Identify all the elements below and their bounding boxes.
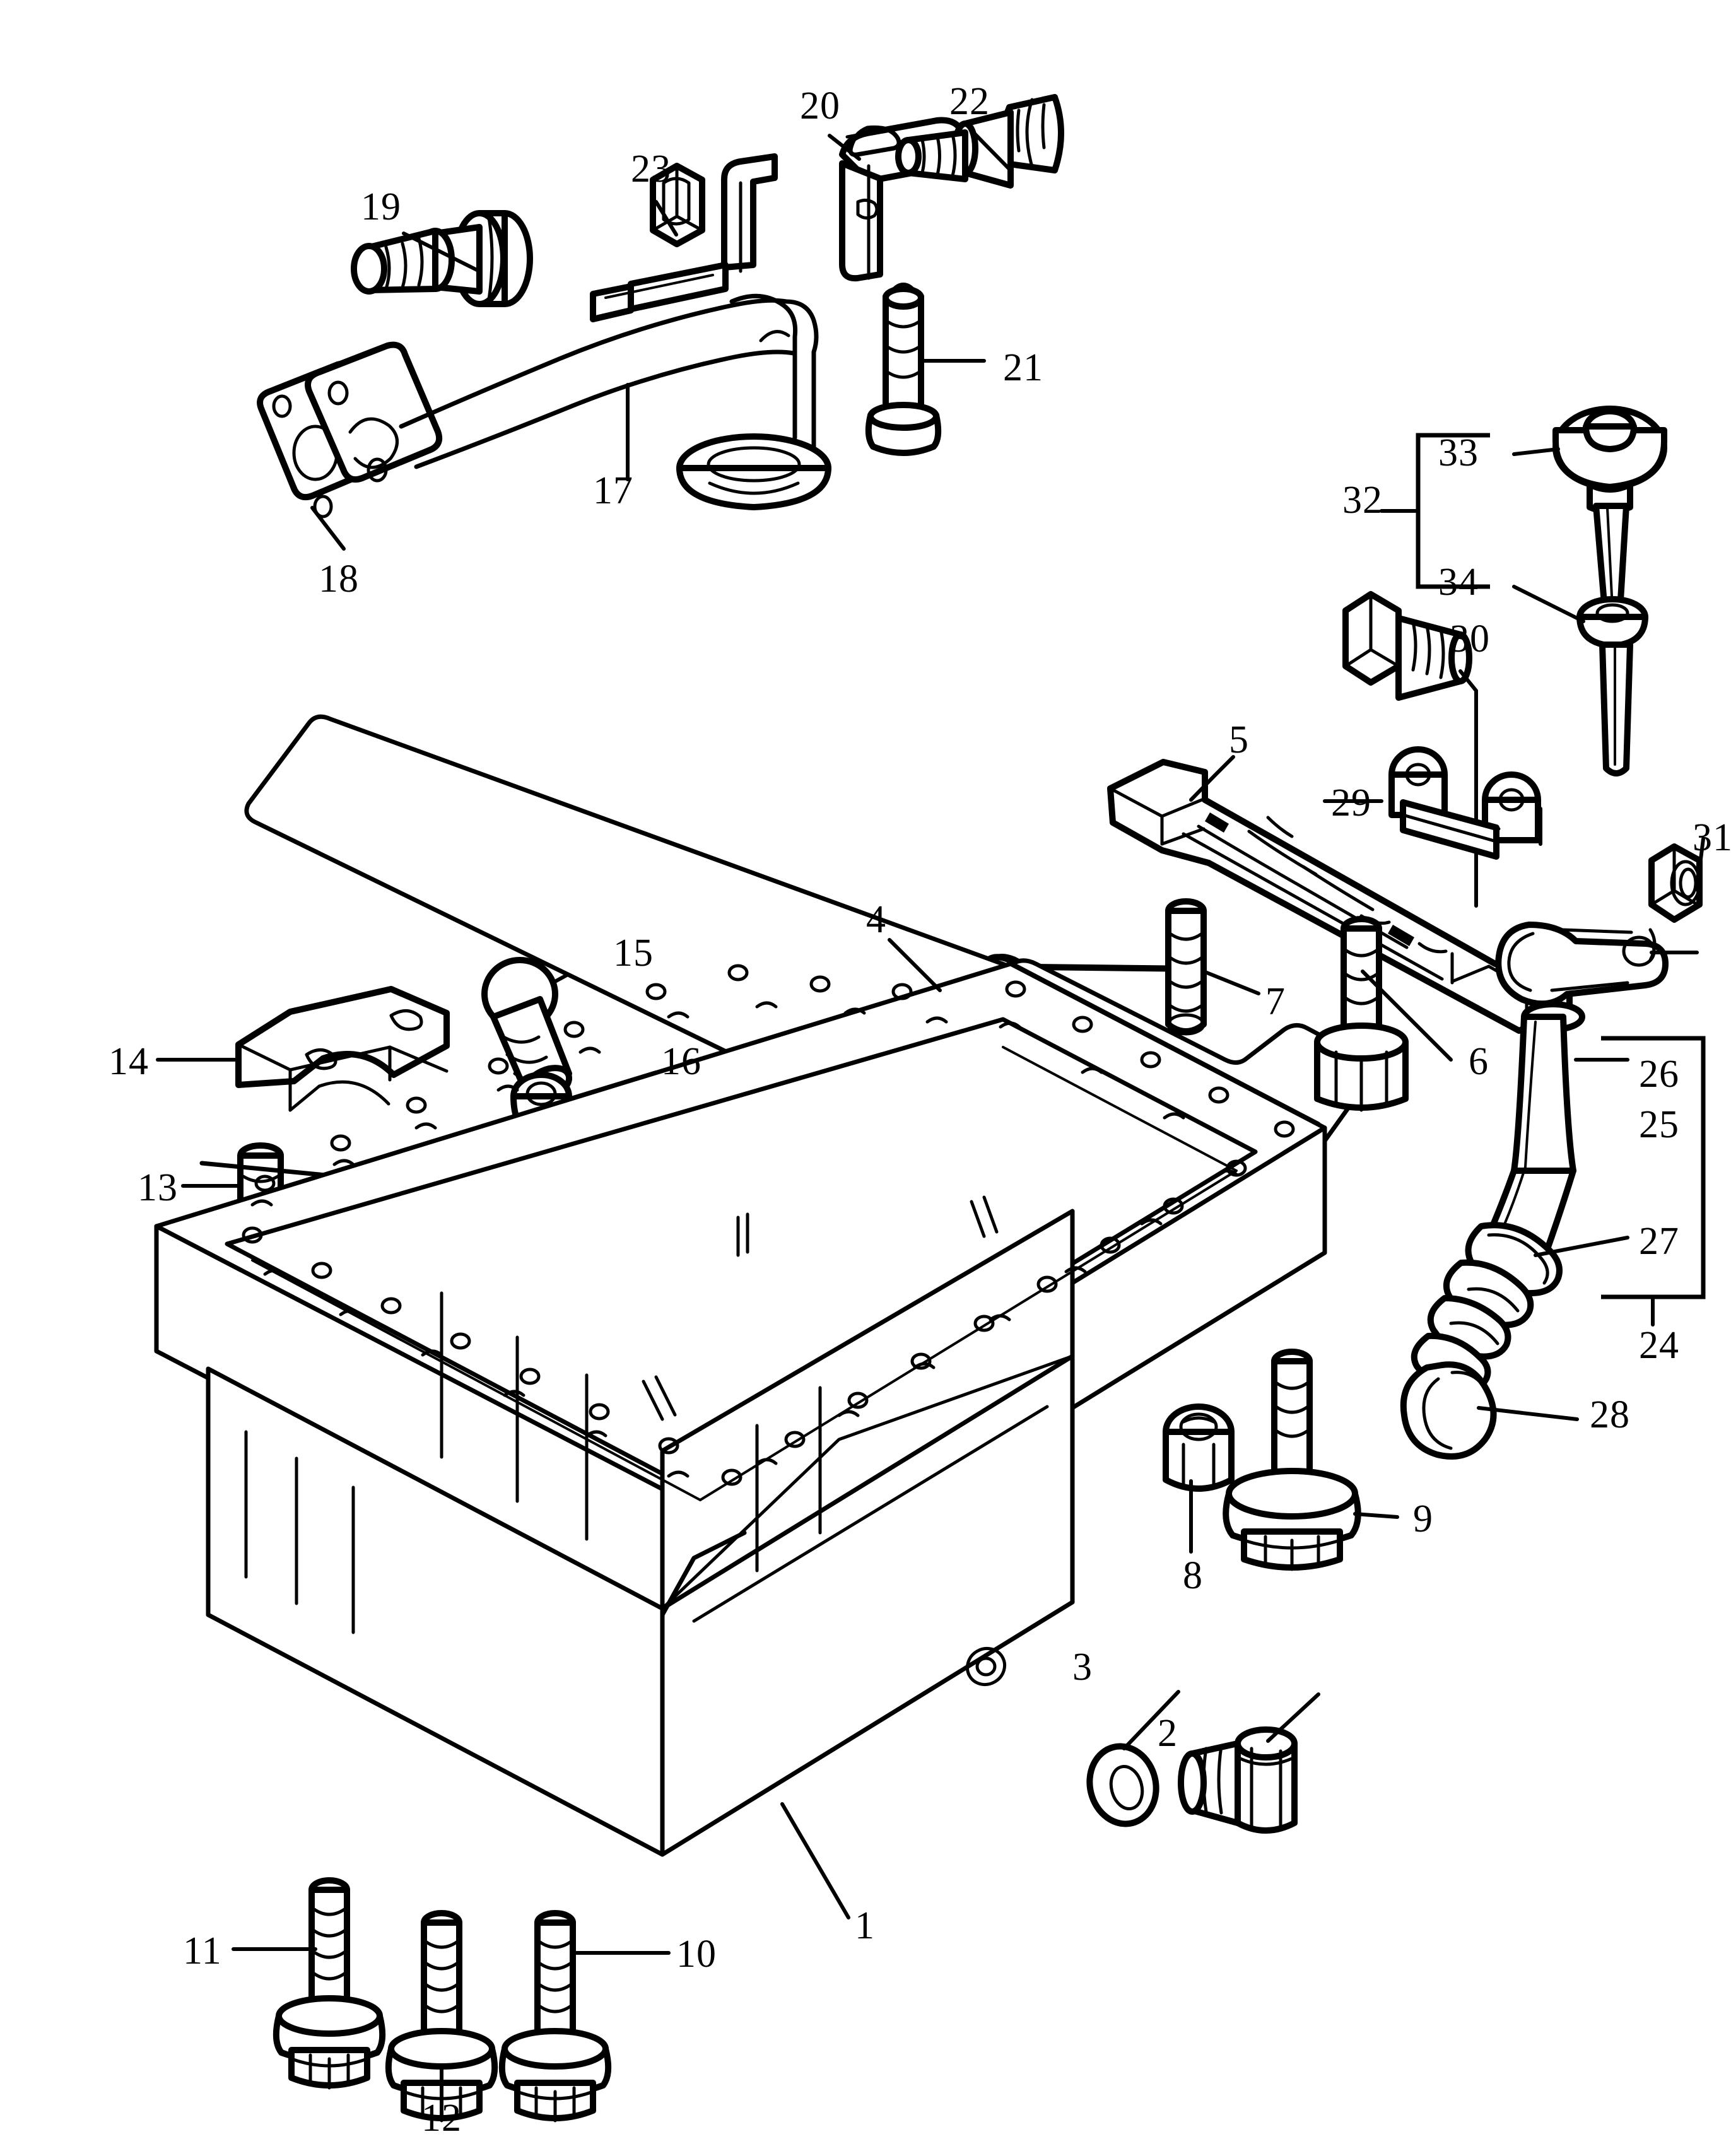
callout-8: 8 xyxy=(1183,1554,1203,1597)
part-8-nut xyxy=(1163,1403,1235,1492)
leader-22 xyxy=(973,132,1011,171)
leader-33 xyxy=(1512,447,1560,456)
callout-14: 14 xyxy=(109,1040,149,1083)
part-26-hose-clamp xyxy=(1495,922,1669,1007)
leader-9 xyxy=(1353,1512,1399,1519)
bracket-32 xyxy=(1380,433,1490,589)
part-3-drain-washer xyxy=(1086,1743,1159,1827)
leader-4 xyxy=(888,938,942,992)
part-1-oil-pan-body xyxy=(154,961,1327,1857)
callout-29: 29 xyxy=(1331,782,1371,824)
callout-23: 23 xyxy=(631,148,671,190)
callout-2: 2 xyxy=(1158,1712,1178,1755)
callout-21: 21 xyxy=(1003,346,1043,389)
part-9-bolt xyxy=(1223,1349,1361,1571)
callout-30: 30 xyxy=(1450,618,1490,660)
callout-24: 24 xyxy=(1639,1324,1679,1367)
callout-6: 6 xyxy=(1469,1040,1489,1083)
callout-20: 20 xyxy=(800,85,840,127)
leader-28 xyxy=(1477,1406,1579,1421)
part-7-stud xyxy=(1165,898,1207,1036)
leader-27 xyxy=(1534,1236,1629,1257)
part-30-hex-bolt xyxy=(1342,591,1472,701)
leader-23 xyxy=(654,200,678,237)
leader-1 xyxy=(780,1802,850,1919)
callout-3: 3 xyxy=(1072,1646,1093,1689)
callout-22: 22 xyxy=(949,80,990,123)
part-6-bolt xyxy=(1314,916,1409,1112)
part-2-drain-plug xyxy=(1178,1726,1298,1834)
part-21-stud xyxy=(865,283,942,456)
leader-20 xyxy=(828,134,861,161)
callout-11: 11 xyxy=(183,1930,222,1972)
leader-34 xyxy=(1512,585,1585,623)
part-29-clamp-bracket xyxy=(1388,746,1541,860)
part-19-bolt xyxy=(351,210,533,307)
part-dipstick-blade xyxy=(1599,642,1633,776)
callout-15: 15 xyxy=(613,932,654,975)
leader-5 xyxy=(1189,755,1235,802)
leader-2 xyxy=(1266,1692,1320,1743)
leader-31 xyxy=(1695,837,1705,891)
callout-9: 9 xyxy=(1413,1497,1433,1540)
callout-32: 32 xyxy=(1342,479,1383,522)
callout-26: 26 xyxy=(1639,1053,1679,1096)
part-11-bolt xyxy=(273,1877,386,2090)
bracket-24 xyxy=(1601,1036,1706,1327)
part-10-bolt xyxy=(498,1910,612,2123)
callout-18: 18 xyxy=(319,558,359,601)
leader-18 xyxy=(310,506,346,551)
callout-31: 31 xyxy=(1693,816,1731,859)
part-12-bolt xyxy=(385,1910,498,2123)
part-33-dipstick-handle xyxy=(1552,406,1667,614)
callout-33: 33 xyxy=(1438,431,1479,474)
callout-12: 12 xyxy=(421,2097,462,2140)
callout-34: 34 xyxy=(1438,561,1479,604)
part-14-spacer-block xyxy=(235,986,450,1112)
callout-7: 7 xyxy=(1265,980,1286,1023)
leader-6 xyxy=(1361,970,1453,1062)
callout-1: 1 xyxy=(855,1904,875,1947)
callout-16: 16 xyxy=(661,1040,701,1083)
callout-25: 25 xyxy=(1639,1103,1679,1146)
gasket-bolt-holes xyxy=(242,964,1295,1486)
callout-4: 4 xyxy=(866,898,886,941)
callout-13: 13 xyxy=(138,1166,178,1209)
callout-17: 17 xyxy=(593,469,633,512)
leader-3 xyxy=(1122,1690,1180,1750)
callout-10: 10 xyxy=(676,1933,717,1976)
leader-19 xyxy=(402,231,481,273)
part-17-oil-pickup-tube xyxy=(257,153,831,518)
part-28-end-fitting xyxy=(1400,1361,1497,1460)
callout-19: 19 xyxy=(361,185,401,228)
callout-27: 27 xyxy=(1639,1220,1679,1263)
part-34-dipstick-seal xyxy=(1576,596,1648,649)
leader-7 xyxy=(1202,970,1260,995)
callout-28: 28 xyxy=(1590,1393,1630,1436)
callout-5: 5 xyxy=(1229,718,1249,761)
